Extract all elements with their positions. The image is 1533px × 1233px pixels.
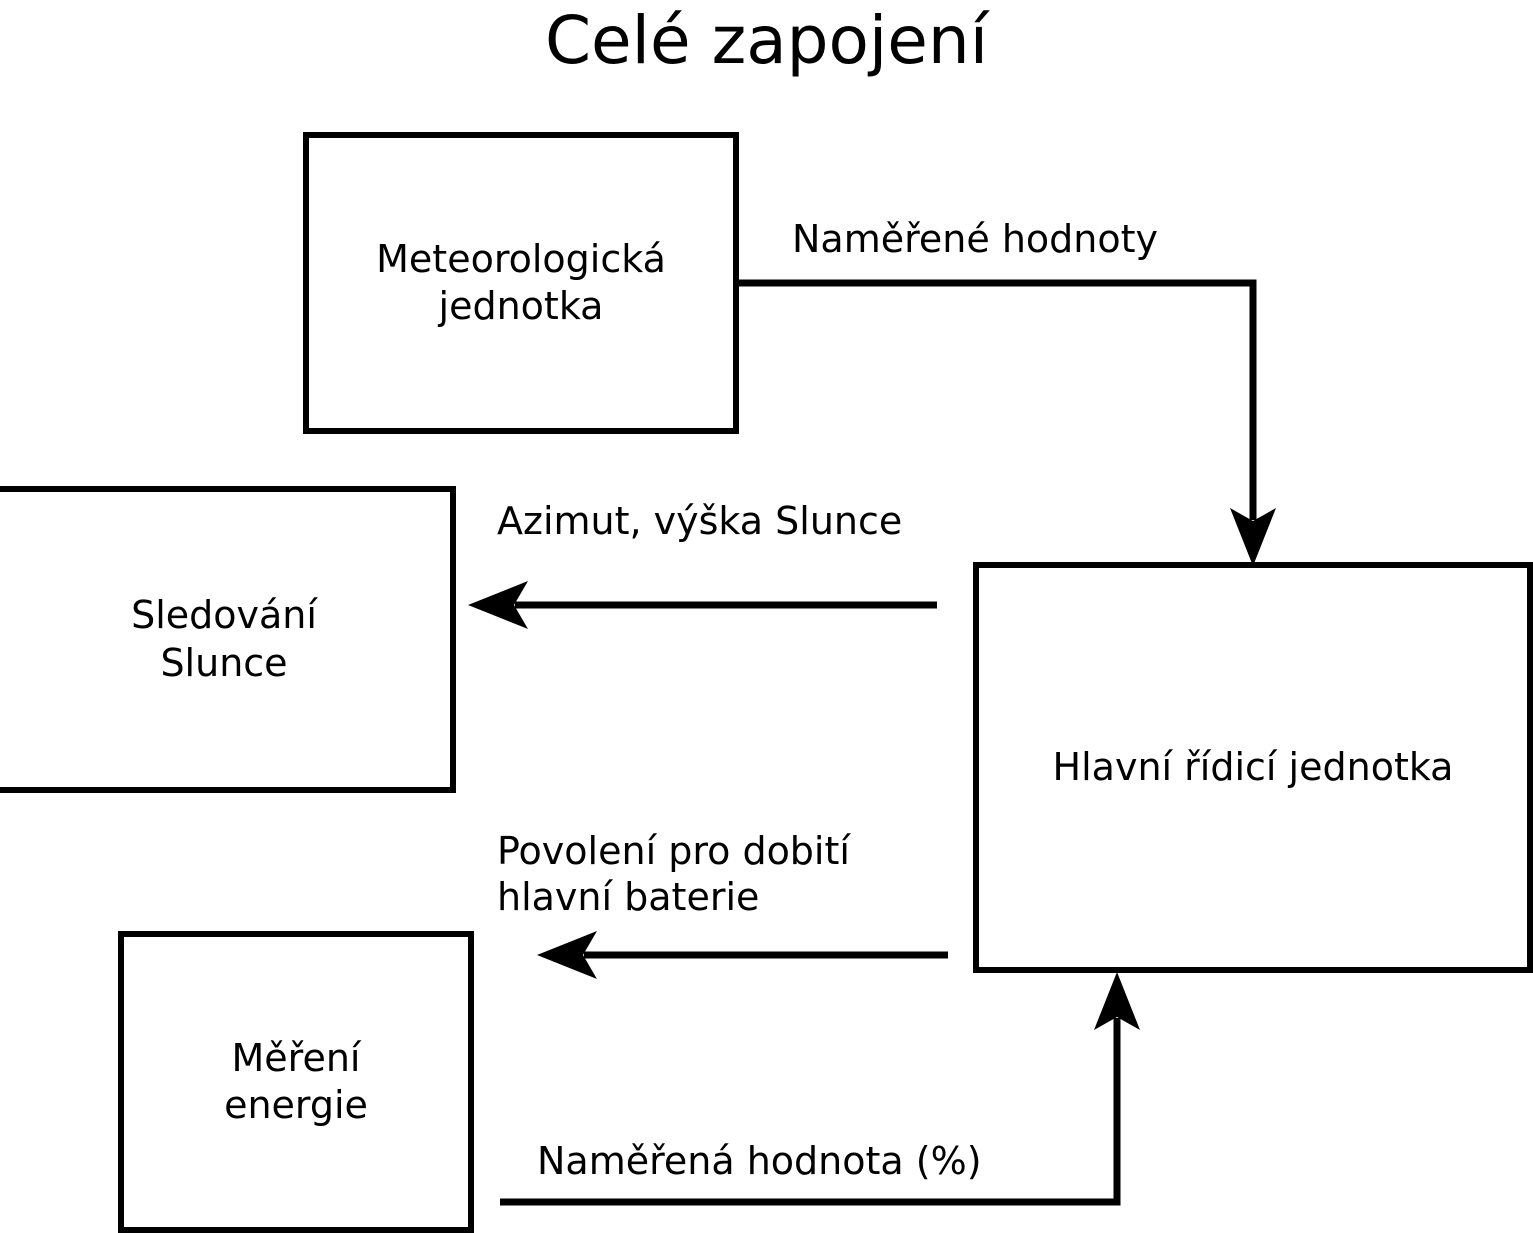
- node-label: Měření energie: [224, 1035, 368, 1128]
- connector-charge-permit: [537, 931, 948, 979]
- node-energy-measurement[interactable]: Měření energie: [118, 931, 474, 1233]
- node-label: Hlavní řídicí jednotka: [1052, 744, 1454, 789]
- edge-label-measured-values: Naměřené hodnoty: [792, 217, 1158, 261]
- node-label: Sledování Slunce: [131, 593, 317, 685]
- node-meteorological-unit[interactable]: Meteorologická jednotka: [303, 132, 739, 434]
- node-sun-tracking[interactable]: Sledování Slunce: [0, 486, 456, 793]
- page-title: Celé zapojení: [544, 2, 989, 79]
- connector-azimuth: [468, 581, 937, 629]
- edge-label-azimuth: Azimut, výška Slunce: [497, 499, 903, 543]
- node-label: Meteorologická jednotka: [376, 236, 666, 329]
- connector-measured-values: [739, 279, 1276, 566]
- node-main-control-unit[interactable]: Hlavní řídicí jednotka: [973, 562, 1533, 973]
- connector-measured-pct: [500, 972, 1140, 1206]
- edge-label-measured-percentage: Naměřená hodnota (%): [537, 1139, 982, 1183]
- edge-label-charge-permit: Povolení pro dobití hlavní baterie: [497, 829, 850, 920]
